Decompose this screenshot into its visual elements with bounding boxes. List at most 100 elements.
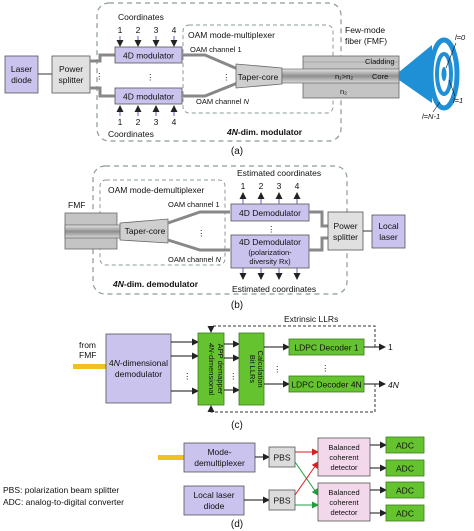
modulator-top-label: 4D modulator — [123, 51, 174, 61]
coord-num-4: 4 — [172, 25, 177, 35]
app-demapper-box — [197, 332, 225, 406]
coord-num-b4: 4 — [172, 117, 177, 127]
adc-4-box — [385, 504, 425, 522]
mux-dots: ⋮ — [222, 72, 231, 82]
out-n: 4N — [388, 380, 400, 390]
l1-pointer — [448, 79, 456, 97]
taper-core-b-shape — [119, 218, 169, 244]
adc-1-box — [385, 436, 425, 454]
demux-dots: ⋮ — [197, 228, 206, 238]
est-arrows-top — [239, 192, 301, 204]
coord-num-b2: 2 — [136, 117, 141, 127]
power-splitter-box — [51, 55, 91, 94]
caption-d: (d) — [231, 519, 243, 530]
adc-3-label: ADC — [396, 486, 414, 496]
taper-core-b-label: Taper-core — [125, 226, 166, 236]
l1-label: l=1 — [453, 96, 463, 105]
l0-pointer — [445, 42, 457, 69]
panel-b: OAM mode-demultiplexer FMF Taper-core OA… — [64, 165, 406, 311]
demod-bottom-label-3: diversity Rx) — [249, 257, 291, 266]
fiber-b-chN — [167, 238, 230, 252]
balanced-top-l1: Balanced — [328, 443, 359, 452]
c-dots-3: ⋮ — [273, 364, 282, 374]
l0-label: l=0 — [455, 33, 466, 42]
bit-llrs-box — [238, 332, 265, 406]
c-links-1 — [171, 338, 199, 395]
mux-title: OAM mode-multiplexer — [188, 30, 275, 40]
local-laser-d-label-2: diode — [204, 501, 225, 511]
local-laser-d-box — [183, 485, 245, 516]
laser-diode-label-2: diode — [11, 75, 32, 85]
oam-channel-1: OAM channel 1 — [190, 45, 242, 54]
legend-pbs: PBS: polarization beam splitter — [3, 485, 119, 495]
core-label: Core — [372, 72, 388, 81]
demod-4n-label: 4N-dimensional — [109, 358, 168, 368]
balanced-bottom-box — [317, 482, 371, 522]
local-laser-b-label: Local — [378, 221, 398, 231]
pbs-lines — [294, 448, 319, 509]
panel-c: from FMF 4N-dimensional demodulator ⋮ 4N… — [73, 314, 400, 431]
modulator-block-outline — [96, 2, 342, 142]
balanced-top-box — [317, 437, 371, 477]
adc-3-box — [385, 481, 425, 499]
estimated-bottom: Estimated coordinates — [232, 284, 316, 294]
demux-box-outline — [99, 179, 226, 266]
coordinates-top: Coordinates — [118, 12, 164, 22]
fiber-b-ch1 — [167, 210, 230, 225]
mode-demux-box — [183, 442, 256, 473]
demod-bottom-box — [230, 234, 310, 269]
balanced-bottom-l1: Balanced — [328, 488, 359, 497]
caption-c: (c) — [231, 420, 243, 431]
balanced-bottom-l3: detector — [330, 508, 358, 517]
adc-2-label: ADC — [396, 464, 414, 474]
n2-label: n₂ — [340, 87, 347, 96]
modulator-bottom-label: 4D modulator — [123, 92, 174, 102]
coord-num-2: 2 — [136, 25, 141, 35]
block-title-a: 4N-dim. modulator — [226, 127, 303, 137]
fmf-label: Few-mode — [345, 25, 385, 35]
demod-bottom-label-2: (polarization- — [248, 248, 292, 257]
from-fmf-2: FMF — [79, 350, 96, 360]
laser-diode-label: Laser — [11, 64, 32, 74]
local-laser-b-box — [371, 214, 406, 249]
adc-2-box — [385, 459, 425, 477]
mode-demux-label-2: demultiplexer — [194, 458, 245, 468]
ldpc-n-label: LDPC Decoder 4N — [291, 380, 361, 390]
fiber-ch1 — [182, 53, 241, 72]
output-beam — [399, 45, 432, 103]
mode-demux-label: Mode- — [207, 447, 231, 457]
coord-arrows-top — [116, 36, 178, 47]
coord-num-1: 1 — [118, 25, 123, 35]
demod-4n-label-2: demodulator — [115, 369, 162, 379]
splitter-fiber-top — [90, 53, 115, 63]
est-num-3: 3 — [277, 181, 282, 191]
power-splitter-label-2: splitter — [58, 75, 83, 85]
modulator-dots: ⋮ — [146, 72, 155, 82]
coord-arrows-bottom — [116, 105, 178, 116]
taper-core-label: Taper-core — [238, 72, 279, 82]
lN1-label: l=N-1 — [422, 112, 440, 121]
oam-b-channel-1: OAM channel 1 — [168, 200, 220, 209]
caption-b: (b) — [231, 300, 243, 311]
pbs-top-box — [268, 446, 296, 468]
c-dots-4: ⋮ — [321, 363, 330, 373]
power-splitter-b-label-2: splitter — [333, 232, 358, 242]
balanced-bottom-l2: coherent — [329, 498, 359, 507]
power-splitter-b-label: Power — [333, 221, 357, 231]
extrinsic-label: Extrinsic LLRs — [284, 314, 338, 324]
demod-dots: ⋮ — [267, 224, 276, 234]
bit-llrs-label-2: Calculation — [256, 350, 265, 387]
adc-4-label: ADC — [396, 509, 414, 519]
n1-gt-n2: n₁>n₂ — [335, 72, 353, 81]
coord-num-b1: 1 — [118, 117, 123, 127]
demod-4n-box — [105, 333, 172, 404]
app-demapper-label-2: APP demapper — [216, 344, 225, 395]
yellow-input-c — [73, 364, 107, 369]
from-fmf: from — [79, 340, 96, 350]
coord-num-b3: 3 — [154, 117, 159, 127]
splitter-fiber-bottom — [90, 86, 115, 98]
bit-llrs-label: Bit LLRs — [248, 355, 257, 384]
pbs-top-label: PBS — [273, 453, 290, 463]
splitter-b-fiber-bottom — [309, 236, 329, 252]
coordinates-bottom: Coordinates — [108, 129, 154, 139]
